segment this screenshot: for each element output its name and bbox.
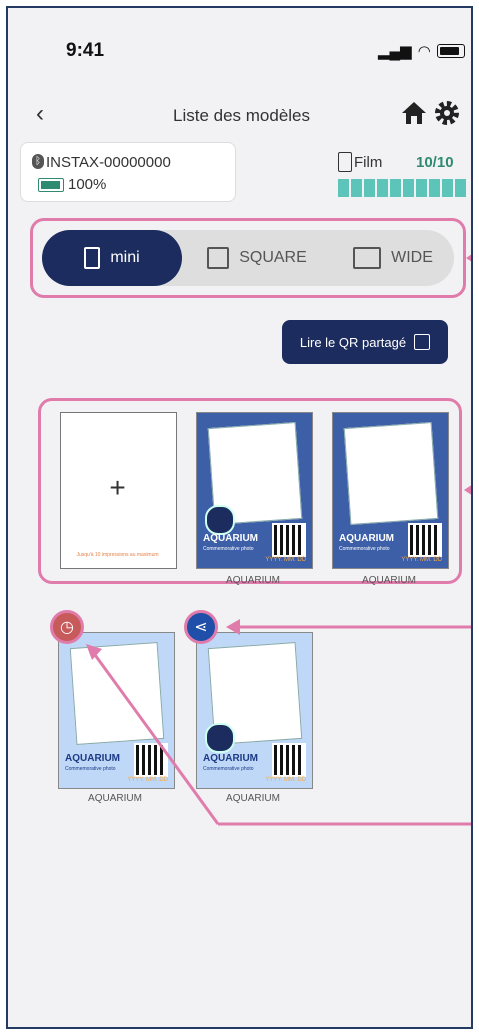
annotation-arrow-tabs: [466, 250, 471, 266]
annotation-lines: [86, 619, 471, 826]
wide-format-icon: [353, 247, 382, 269]
tab-mini[interactable]: mini: [42, 230, 182, 286]
film-count: 10/10: [416, 154, 454, 171]
status-icons: ▂▄▆ ◠: [378, 42, 465, 60]
qr-code: [134, 743, 168, 777]
template-date: YYYY. MM. DD: [127, 777, 168, 783]
plus-icon: +: [109, 472, 126, 503]
phone-screen: 9:41 ▂▄▆ ◠ ‹ Liste des modèles ᛒ INSTAX-…: [6, 6, 473, 1029]
film-icon: [338, 152, 352, 172]
battery-icon: [436, 44, 465, 58]
qr-code: [408, 523, 442, 557]
format-tabs-highlight: [30, 218, 466, 298]
film-segment: [377, 179, 388, 197]
read-shared-qr-label: Lire le QR partagé: [299, 334, 407, 350]
tab-wide-label: WIDE: [391, 249, 433, 266]
template-card[interactable]: AQUARIUM Commemorative photo YYYY. MM. D…: [58, 632, 175, 789]
printer-name: INSTAX-00000000: [46, 154, 171, 171]
add-template-note: Jusqu'à 10 impressions au maximum: [76, 552, 159, 558]
home-icon[interactable]: [400, 100, 428, 126]
printer-info-card: [20, 142, 236, 202]
film-segment: [364, 179, 375, 197]
template-brand: AQUARIUM: [65, 753, 120, 764]
film-label: Film: [354, 154, 383, 171]
template-subtitle: Commemorative photo: [203, 766, 254, 772]
tab-mini-label: mini: [110, 249, 140, 266]
annotation-arrow-templates: [464, 482, 471, 498]
template-subtitle: Commemorative photo: [203, 546, 254, 552]
film-segment: [442, 179, 453, 197]
template-card[interactable]: AQUARIUM Commemorative photo YYYY. MM. D…: [196, 412, 313, 569]
printer-battery-icon: [38, 178, 64, 192]
template-date: YYYY. MM. DD: [265, 557, 306, 563]
format-tabs: mini SQUARE WIDE: [42, 230, 454, 286]
tab-square[interactable]: SQUARE: [192, 230, 322, 286]
printer-battery-level: 100%: [68, 176, 107, 193]
template-subtitle: Commemorative photo: [339, 546, 390, 552]
wifi-icon: ◠: [417, 43, 431, 60]
share-icon[interactable]: ⋖: [184, 610, 218, 644]
film-segment: [338, 179, 349, 197]
film-segment: [455, 179, 466, 197]
film-segment: [390, 179, 401, 197]
jellyfish-bubble-icon: [205, 505, 235, 535]
template-date: YYYY. MM. DD: [401, 557, 442, 563]
add-template-card[interactable]: [60, 412, 177, 569]
status-time: 9:41: [66, 40, 105, 61]
tab-wide[interactable]: WIDE: [332, 230, 454, 286]
chevron-left-icon[interactable]: ‹: [36, 100, 44, 127]
tab-square-label: SQUARE: [239, 249, 307, 266]
film-segment: [429, 179, 440, 197]
square-format-icon: [207, 247, 230, 269]
templates-row-highlight: [38, 398, 462, 584]
signal-icon: ▂▄▆: [378, 43, 412, 60]
template-brand: AQUARIUM: [203, 533, 258, 544]
template-brand: AQUARIUM: [339, 533, 394, 544]
qr-code: [272, 523, 306, 557]
template-card[interactable]: AQUARIUM Commemorative photo YYYY. MM. D…: [196, 632, 313, 789]
template-caption: AQUARIUM: [226, 575, 280, 586]
jellyfish-bubble-icon: [205, 723, 235, 753]
film-segment: [351, 179, 362, 197]
gear-icon[interactable]: [434, 100, 460, 126]
bluetooth-icon: ᛒ: [32, 154, 44, 169]
template-date: YYYY. MM. DD: [265, 777, 306, 783]
template-caption: AQUARIUM: [88, 793, 142, 804]
mini-format-icon: [84, 247, 101, 269]
film-remaining-bar: [338, 179, 466, 197]
qr-code: [272, 743, 306, 777]
template-caption: AQUARIUM: [226, 793, 280, 804]
qr-icon: [414, 334, 431, 350]
read-shared-qr-button[interactable]: Lire le QR partagé: [282, 320, 448, 364]
film-segment: [403, 179, 414, 197]
template-brand: AQUARIUM: [203, 753, 258, 764]
template-subtitle: Commemorative photo: [65, 766, 116, 772]
page-title: Liste des modèles: [172, 106, 311, 125]
template-caption: AQUARIUM: [362, 575, 416, 586]
expiry-clock-icon[interactable]: ◷: [50, 610, 84, 644]
template-card[interactable]: AQUARIUM Commemorative photo YYYY. MM. D…: [332, 412, 449, 569]
film-segment: [416, 179, 427, 197]
